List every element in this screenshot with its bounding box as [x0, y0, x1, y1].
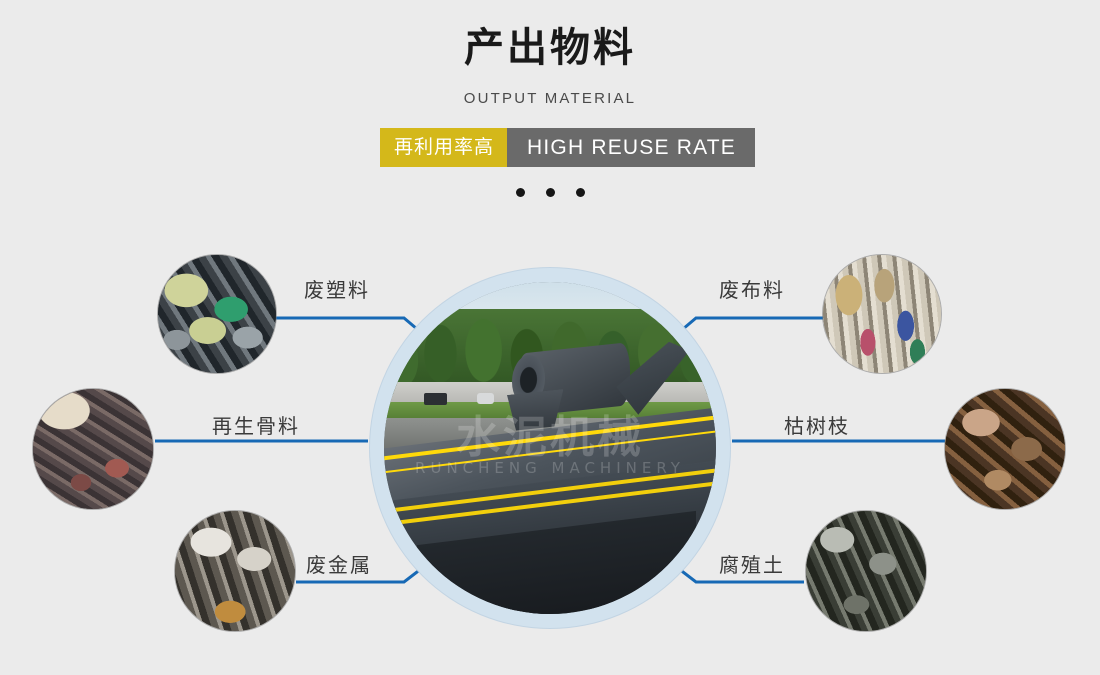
item-label-humus-soil: 腐殖土: [719, 553, 785, 577]
badge-cn-label: 再利用率高: [380, 128, 508, 167]
dot-separator: [0, 188, 1100, 197]
header: 产出物料 OUTPUT MATERIAL: [0, 0, 1100, 108]
waste-fabric-texture: [823, 255, 941, 373]
highlight-badge: 再利用率高 HIGH REUSE RATE: [380, 128, 755, 167]
item-thumb-waste-fabric[interactable]: [823, 255, 941, 373]
item-label-waste-plastic: 废塑料: [304, 278, 370, 302]
recycled-aggregate-texture: [33, 389, 153, 509]
item-label-waste-metal: 废金属: [306, 553, 372, 577]
item-thumb-waste-plastic[interactable]: [158, 255, 276, 373]
center-machine-photo: 水泥机械 RUNCHENG MACHINERY: [384, 282, 716, 614]
item-thumb-recycled-aggregate[interactable]: [33, 389, 153, 509]
item-thumb-dead-branches[interactable]: [945, 389, 1065, 509]
humus-soil-texture: [806, 511, 926, 631]
item-label-dead-branches: 枯树枝: [784, 414, 850, 438]
item-thumb-humus-soil[interactable]: [806, 511, 926, 631]
waste-metal-texture: [175, 511, 295, 631]
center-machine-circle: 水泥机械 RUNCHENG MACHINERY: [370, 268, 730, 628]
item-thumb-waste-metal[interactable]: [175, 511, 295, 631]
item-label-recycled-aggregate: 再生骨料: [212, 414, 300, 438]
page-subtitle: OUTPUT MATERIAL: [463, 90, 637, 107]
dead-branches-texture: [945, 389, 1065, 509]
waste-plastic-texture: [158, 255, 276, 373]
separator-dot: [545, 188, 555, 197]
separator-dot: [575, 188, 585, 197]
item-label-waste-fabric: 废布料: [719, 278, 785, 302]
badge-en-label: HIGH REUSE RATE: [507, 128, 755, 167]
page-title: 产出物料: [464, 25, 636, 71]
separator-dot: [515, 188, 525, 197]
